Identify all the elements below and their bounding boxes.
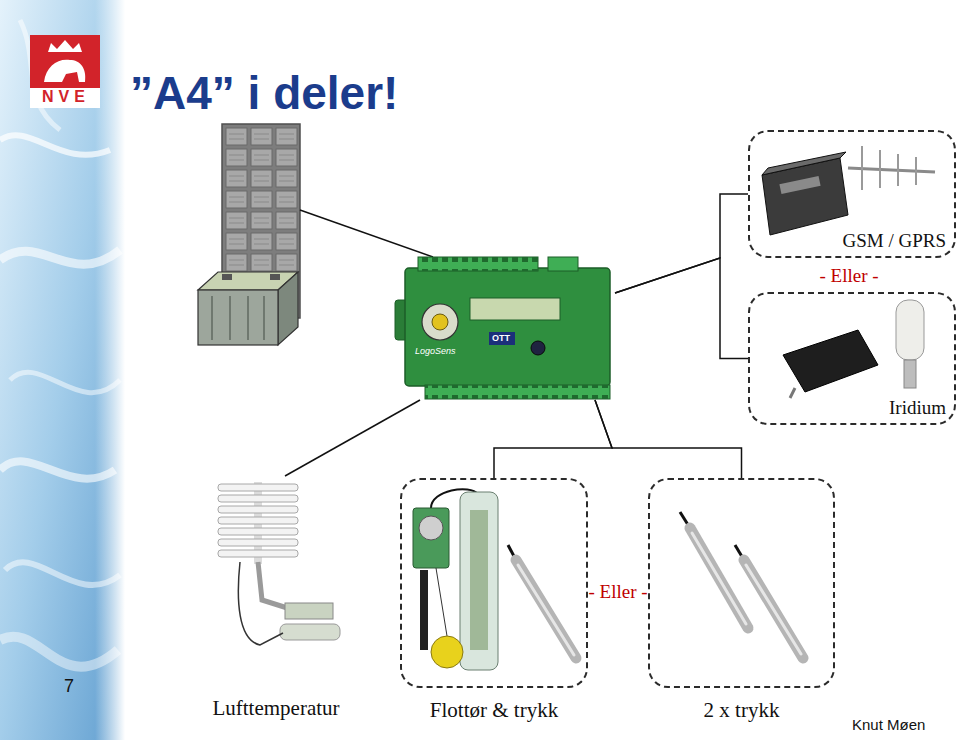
node-label: Lufttemperatur [212, 696, 339, 721]
float-pulley [419, 516, 443, 540]
double-pressure-box: 2 x trykk [648, 478, 835, 688]
pressure-sensor [744, 560, 803, 658]
nve-logo [30, 35, 100, 108]
battery-rib [263, 296, 265, 340]
modem-label-plate [779, 176, 820, 194]
battery-rib [211, 296, 213, 340]
logger-dial [422, 304, 458, 340]
battery-terminal [222, 274, 232, 280]
yagi-element [915, 157, 917, 185]
battery-rib [229, 296, 231, 340]
two-pressure-sensors [680, 512, 803, 658]
float [431, 636, 463, 668]
radiation-plate [218, 495, 298, 502]
power-wire [300, 210, 433, 257]
node-label: LogoSens [415, 346, 456, 356]
mounting-pipe [280, 624, 340, 640]
battery-terminal [270, 274, 280, 280]
battery [198, 272, 298, 345]
iridium-modem [783, 300, 924, 398]
antenna-mast [904, 360, 916, 388]
sensor-highlight [746, 565, 801, 654]
slide-number: 7 [64, 676, 74, 697]
data-logger: LogoSens OTT [400, 255, 615, 400]
iridium-body [783, 330, 878, 392]
sensor-tube [460, 492, 498, 670]
connector-line [595, 400, 742, 478]
terminal-screws [418, 257, 538, 271]
logo-letters: NVE [42, 88, 90, 106]
float-and-pressure-sensors [413, 489, 576, 670]
logger-display [470, 298, 560, 320]
logo-crown [48, 40, 82, 52]
float-pressure-box: Flottør & trykk [400, 478, 588, 688]
terminal-block [425, 385, 610, 399]
node-label: 2 x trykk [704, 698, 780, 723]
gsm-modem [762, 146, 935, 235]
counter-weight [420, 570, 428, 650]
tube-electronics [470, 510, 488, 650]
logger-dial-center [432, 314, 448, 330]
float-recorder [413, 508, 449, 568]
terminal-screws [425, 385, 610, 399]
radiation-plate [218, 528, 298, 535]
pipe-clamp [285, 603, 333, 619]
logger-device [395, 257, 610, 399]
sensor-highlight [692, 533, 746, 624]
logo-band [30, 88, 100, 108]
yagi-element [897, 154, 899, 186]
air-temperature-sensor [218, 482, 340, 645]
node-label: Flottør & trykk [430, 698, 558, 723]
node-label: GSM / GPRS [843, 230, 947, 252]
iridium-antenna [896, 300, 924, 360]
node-sublabel: OTT [492, 333, 510, 343]
radiation-plate [218, 550, 298, 557]
connector-line [494, 400, 612, 478]
logger-body [405, 268, 610, 386]
radiation-plate [218, 539, 298, 546]
terminal-block [548, 257, 578, 271]
slide-title: ”A4” i deler! [130, 66, 398, 120]
battery-side [278, 272, 298, 345]
logger-knob [531, 341, 545, 355]
or-separator: - Eller - [588, 581, 647, 603]
water-fade [95, 0, 125, 740]
or-separator: - Eller - [819, 265, 878, 287]
radiation-plate [218, 517, 298, 524]
sensor-cable [238, 562, 283, 645]
radiation-plate [218, 506, 298, 513]
yagi-element [879, 150, 881, 188]
logo-lion [44, 60, 85, 82]
node-label: Iridium [889, 397, 946, 419]
water-strip [0, 0, 125, 740]
yagi-element [861, 146, 863, 190]
brand-patch [489, 332, 515, 345]
temperature-sensor: Lufttemperatur [208, 476, 348, 666]
pressure-sensor [690, 528, 748, 628]
water-streak [0, 135, 110, 155]
logo-shield [30, 35, 100, 88]
float-wire [436, 568, 447, 636]
battery-front [198, 290, 278, 345]
battery-rib [247, 296, 249, 340]
connector-line [615, 258, 748, 359]
iridium-connector [790, 388, 795, 398]
water-ground [0, 0, 125, 740]
modem-top [762, 152, 846, 175]
connector-line [615, 194, 748, 293]
terminal-block [418, 257, 538, 271]
gsm-option-box: GSM / GPRS [748, 130, 956, 258]
radiation-plate [218, 484, 298, 491]
author-name: Knut Møen [852, 716, 925, 733]
sensor-highlight [518, 565, 574, 655]
connector-line [285, 400, 420, 476]
iridium-option-box: Iridium [748, 292, 956, 425]
pressure-sensor [516, 560, 576, 658]
